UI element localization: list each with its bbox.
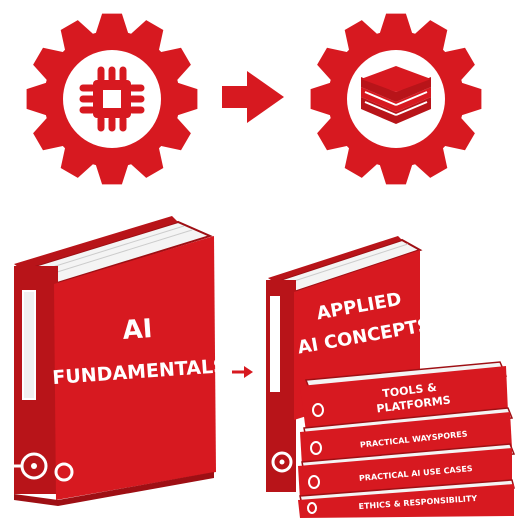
binder-ring-icon-2 [54,462,74,482]
stack-book-ethics [298,479,515,518]
arrow-right-bottom-icon [232,366,253,378]
cpu-chip-icon [79,66,145,132]
fundamentals-title-line1: AI [122,314,154,346]
arrow-right-top-icon [222,71,284,123]
ai-fundamentals-book [14,216,216,506]
layers-stack-icon [361,66,431,124]
stack-book-practical-2 [298,443,516,500]
binder-ring-icon-3 [271,451,293,473]
binder-ring-icon [14,452,48,480]
